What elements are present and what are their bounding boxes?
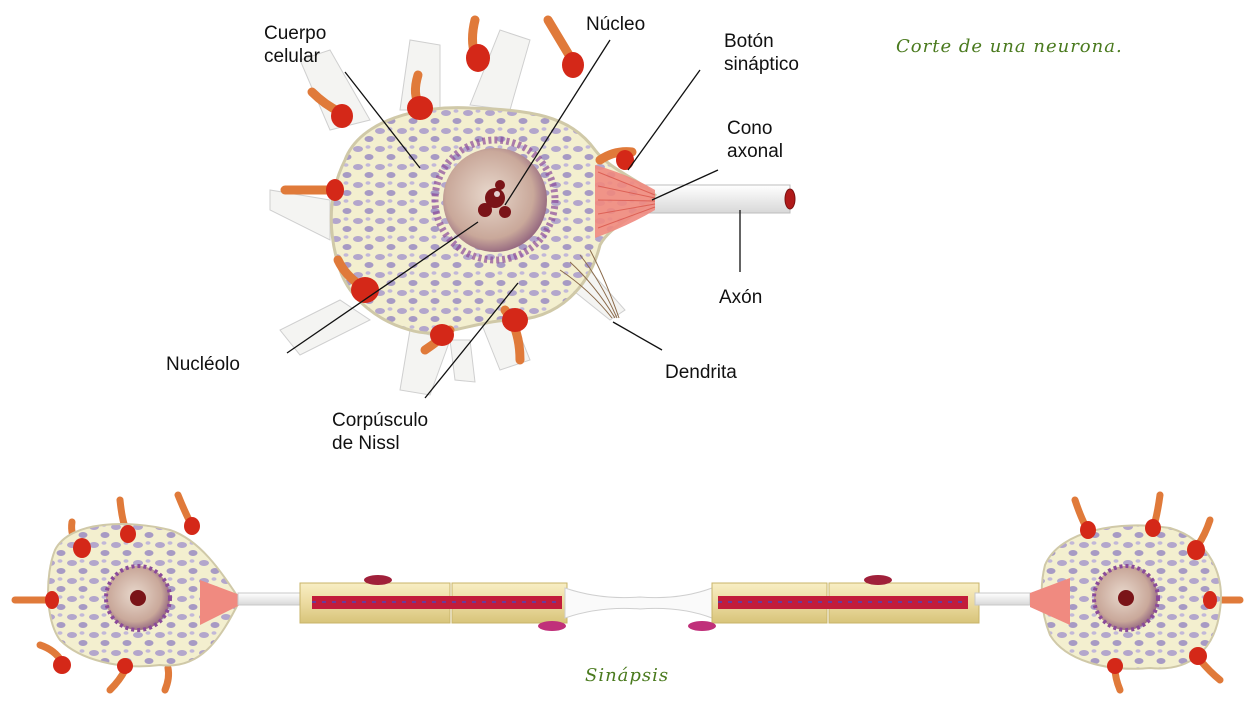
label-boton-sinaptico: Botón sináptico	[724, 30, 799, 76]
label-axon: Axón	[719, 286, 762, 309]
synapse-chain	[15, 495, 1240, 690]
label-cono-axonal: Cono axonal	[727, 117, 783, 163]
label-dendrita: Dendrita	[665, 361, 737, 384]
left-neuron	[15, 495, 240, 690]
label-nucleo: Núcleo	[586, 13, 645, 36]
main-neuron	[270, 20, 795, 398]
label-cuerpo-celular: Cuerpo celular	[264, 22, 326, 68]
axon-hillock-shape	[595, 165, 655, 238]
label-corpusculo-nissl: Corpúsculo de Nissl	[332, 409, 428, 455]
caption-synapse: Sinápsis	[585, 665, 669, 686]
right-neuron	[1030, 495, 1240, 690]
axon-cut-end	[785, 189, 795, 209]
label-nucleolo: Nucléolo	[166, 353, 240, 376]
caption-neuron-section: Corte de una neurona.	[896, 36, 1123, 57]
